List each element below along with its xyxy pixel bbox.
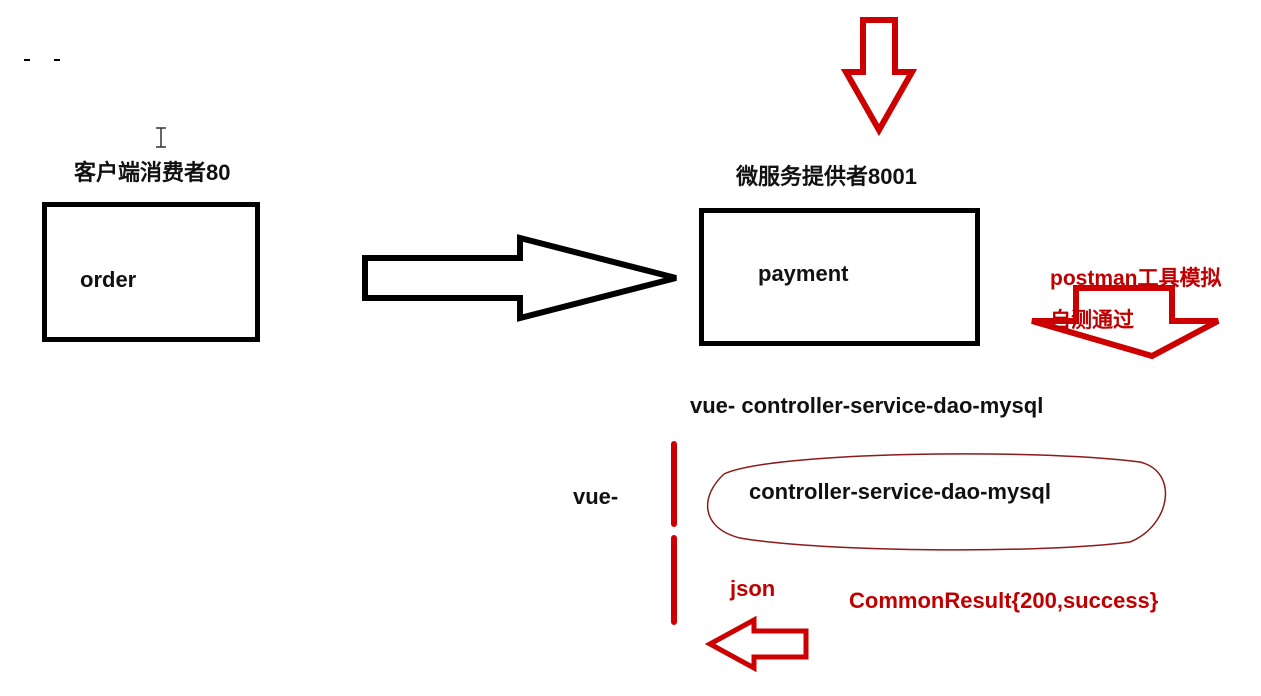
common-result-label: CommonResult{200,success} <box>849 588 1159 613</box>
vue-label: vue- <box>573 484 619 509</box>
corner-dashes <box>24 59 60 61</box>
chain-top-text: vue- controller-service-dao-mysql <box>690 393 1044 418</box>
arrow-right-icon <box>362 234 677 322</box>
arrow-left-icon <box>704 615 809 672</box>
highlight-ellipse <box>706 453 1167 551</box>
provider-title: 微服务提供者8001 <box>736 164 917 189</box>
payment-box <box>699 208 980 346</box>
postman-note-line2: 自测通过 <box>1050 309 1134 332</box>
consumer-title: 客户端消费者80 <box>74 160 231 185</box>
order-label: order <box>80 267 137 292</box>
arrow-down-icon <box>840 17 918 137</box>
red-divider-line <box>671 441 677 625</box>
json-label: json <box>730 576 776 601</box>
order-box <box>42 202 260 342</box>
postman-note-line1: postman工具模拟 <box>1050 267 1222 290</box>
chain-bottom-text: controller-service-dao-mysql <box>749 479 1051 504</box>
cursor-ibeam-icon <box>156 127 166 148</box>
payment-label: payment <box>758 261 849 286</box>
arrow-down-icon <box>1031 285 1220 360</box>
